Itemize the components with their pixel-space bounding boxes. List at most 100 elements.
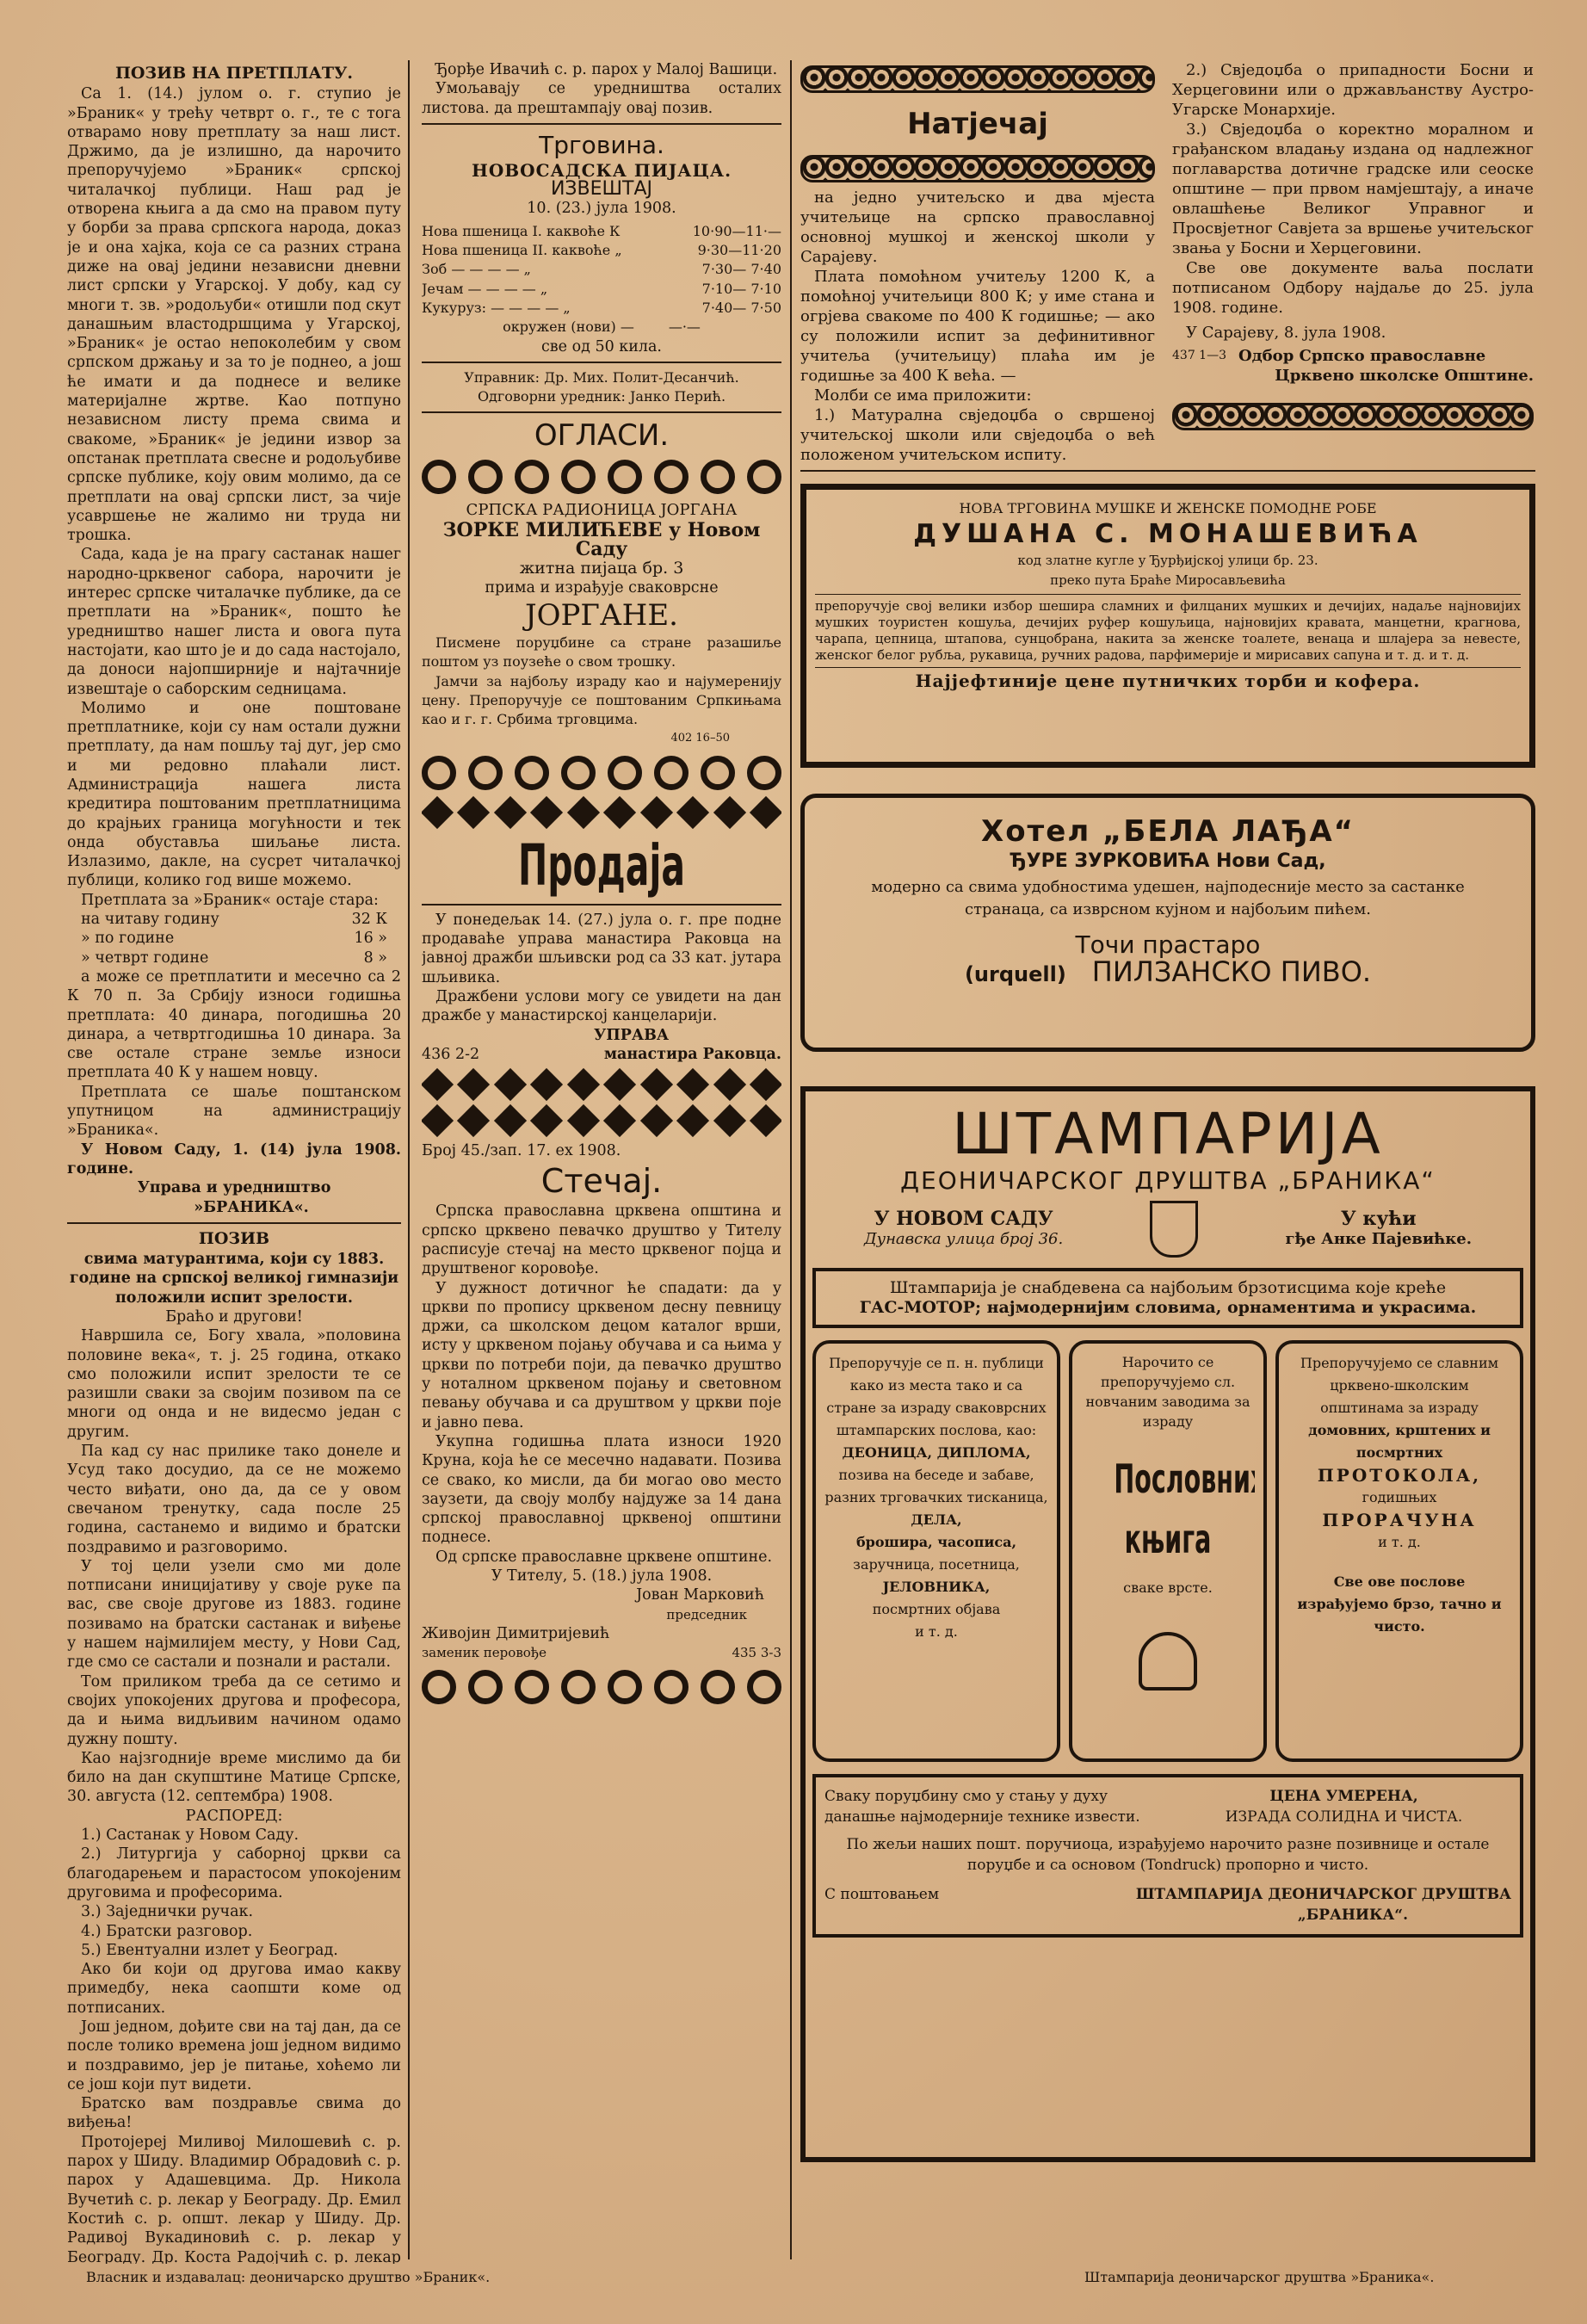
service-line: ЈЕЛОВНИКА, bbox=[882, 1579, 991, 1595]
market-footer: све од 50 кила. bbox=[541, 337, 662, 355]
print-notes: Сваку поруџбину смо у стању у духу данаш… bbox=[812, 1774, 1523, 1938]
tender-requirement: 3.) Свједоџба о коректно моралном и грађ… bbox=[1172, 121, 1534, 257]
trade-title: Трговина. bbox=[539, 130, 664, 159]
hotel-ad: Хотел „БЕЛА ЛАЂА“ ЂУРЕ ЗУРКОВИЋА Нови Са… bbox=[800, 794, 1535, 1052]
service-line: Пословних bbox=[1114, 1456, 1255, 1502]
divider bbox=[67, 1221, 401, 1224]
subscription-paragraph: а може се претплатити и месечно са 2 К 7… bbox=[67, 967, 401, 1082]
footer-printer: Штампарија деоничарског друштва »Браника… bbox=[1084, 2269, 1435, 2285]
competition-title: Стечај. bbox=[540, 1162, 663, 1201]
chain-ornament bbox=[1172, 403, 1534, 430]
diamond-ornament bbox=[422, 1068, 781, 1102]
schedule-item: 1.) Састанак у Новом Саду. bbox=[81, 1826, 299, 1845]
invitation-paragraph: У тој цели узели смо ми доле потписани и… bbox=[67, 1557, 401, 1672]
print-price: ЦЕНА УМЕРЕНА, ИЗРАДА СОЛИДНА И ЧИСТА. bbox=[1176, 1786, 1511, 1827]
print-signer: „БРАНИКА“. bbox=[1297, 1907, 1408, 1924]
ornament-icon bbox=[1139, 1632, 1197, 1690]
subscription-paragraph: Молимо и оне поштоване претплатнике, кој… bbox=[67, 699, 401, 890]
printing-house-ad: ШТАМПАРИЈА ДЕОНИЧАРСКОГ ДРУШТВА „БРАНИКА… bbox=[800, 1086, 1535, 2162]
shop-description: препоручује свој велики избор шешира сла… bbox=[815, 598, 1521, 663]
tender-right: 2.) Свједоџба о припадности Босни и Херц… bbox=[1172, 60, 1534, 465]
invitation-paragraph: Па кад су нас прилике тако донеле и Усуд… bbox=[67, 1443, 401, 1556]
plum-sale-text: Дражбени услови могу се увидети на дан д… bbox=[422, 987, 781, 1025]
competition-text: Српска православна црквена општина и срп… bbox=[422, 1202, 781, 1278]
invitation-paragraph: Том приликом треба да се сетимо и својих… bbox=[67, 1672, 401, 1748]
print-address: У НОВОМ САДУ Дунавска улица број 36. У к… bbox=[864, 1201, 1472, 1258]
subscription-signature: »БРАНИКА«. bbox=[194, 1198, 309, 1216]
invitation-paragraph: Као најзгодније време мислимо да би било… bbox=[67, 1749, 401, 1806]
print-price-line: ИЗРАДА СОЛИДНА И ЧИСТА. bbox=[1225, 1808, 1463, 1826]
market-row: окружен (нови) ——·— bbox=[503, 318, 701, 336]
market-row: Зоб — — — — „7·30— 7·40 bbox=[422, 261, 781, 278]
market-title: НОВОСАДСКА ПИЈАЦА. bbox=[471, 159, 732, 181]
shop-name: ДУШАНА С. МОНАШЕВИЋА bbox=[913, 519, 1423, 549]
tender-requirement: 1.) Матурална свједоџба о свршеној учите… bbox=[800, 406, 1155, 464]
column-3: Натјечај на једно учитељско и два мјеста… bbox=[800, 60, 1535, 2264]
shop-address: код златне кугле у Ђурђијској улици бр. … bbox=[1017, 553, 1318, 568]
schedule-item: 5.) Евентуални излет у Београд. bbox=[81, 1941, 338, 1959]
shop-address: преко пута Браће Миросављевића bbox=[1050, 572, 1286, 588]
print-address-left: У НОВОМ САДУ Дунавска улица број 36. bbox=[864, 1209, 1063, 1249]
subscription-title: ПОЗИВ НА ПРЕТПЛАТУ. bbox=[114, 64, 354, 83]
ring-ornament bbox=[422, 1669, 781, 1704]
quilt-ad-line: житна пијаца бр. 3 bbox=[519, 559, 684, 578]
service-line: позива на беседе и забаве, bbox=[838, 1467, 1034, 1483]
print-services: Препоручује се п. н. публици како из мес… bbox=[812, 1340, 1523, 1762]
competition-date: У Тителу, 5. (18.) јула 1908. bbox=[491, 1567, 713, 1585]
service-line: књига bbox=[1124, 1516, 1212, 1562]
tender-requirement: 2.) Свједоџба о припадности Босни и Херц… bbox=[1172, 61, 1534, 119]
divider bbox=[800, 470, 1535, 472]
market-row: Нова пшеница II. каквоће „9·30—11·20 bbox=[422, 242, 781, 259]
hotel-owner: ЂУРЕ ЗУРКОВИЋА Нови Сад, bbox=[1010, 850, 1326, 872]
column-2: Ђорђе Ивачић с. р. парох у Малој Вашици.… bbox=[422, 60, 781, 2264]
ad-number: 436 2-2 bbox=[422, 1045, 480, 1063]
column-rule bbox=[790, 60, 792, 2259]
print-house: У кући bbox=[1340, 1208, 1417, 1230]
coat-of-arms-icon bbox=[1150, 1201, 1199, 1258]
quilt-ad-text: Писмене поруџбине са стране разашиље пош… bbox=[422, 634, 781, 671]
competition-signer: Јован Марковић bbox=[636, 1586, 764, 1604]
plum-sale-title: Продаја шљива. bbox=[518, 832, 685, 899]
competition-ref: Број 45./зап. 17. ех 1908. bbox=[422, 1142, 621, 1160]
tender-text: Све ове документе ваља послати потписано… bbox=[1172, 259, 1534, 317]
divider bbox=[815, 667, 1521, 668]
footer-publisher: Власник и издавалац: деоничарско друштво… bbox=[86, 2269, 491, 2285]
service-line: Препоручујемо се славним црквено-школски… bbox=[1300, 1355, 1499, 1416]
competition-signer-role: заменик перовође bbox=[422, 1645, 547, 1661]
ad-number: 437 1—3 bbox=[1172, 349, 1226, 362]
quilt-ad-big: ЈОРГАНЕ. bbox=[525, 597, 678, 633]
service-line: сваке врсте. bbox=[1123, 1579, 1213, 1596]
hotel-beer-line: (urquell) ПИЛЗАНСКО ПИВО. bbox=[856, 958, 1479, 986]
subscription-paragraph: Претплата се шаље поштанском упутницом н… bbox=[67, 1083, 401, 1140]
hotel-title: Хотел „БЕЛА ЛАЂА“ bbox=[980, 814, 1355, 849]
service-line: Све ове послове израђујемо брзо, тачно и… bbox=[1297, 1573, 1502, 1635]
service-line: и т. д. bbox=[1378, 1534, 1421, 1550]
market-row: Јечам — — — — „7·10— 7·10 bbox=[422, 280, 781, 297]
invitation-paragraph: Навршила се, Богу хвала, »половина полов… bbox=[67, 1327, 401, 1441]
print-sign: С поштовањем ШТАМПАРИЈА ДЕОНИЧАРСКОГ ДРУ… bbox=[824, 1884, 1511, 1905]
hotel-serves: Точи прастаро bbox=[1075, 930, 1261, 959]
plum-sale-signature: УПРАВА bbox=[594, 1026, 670, 1044]
tender-footer: 437 1—3 Одбор Српско православне bbox=[1172, 346, 1534, 366]
report-title: ИЗВЕШТАЈ bbox=[550, 178, 653, 201]
divider bbox=[422, 361, 781, 363]
service-line: Препоручује се п. н. публици како из мес… bbox=[826, 1355, 1047, 1438]
diamond-ornament bbox=[422, 795, 781, 829]
service-line: ДЕЛА, bbox=[911, 1511, 962, 1528]
schedule-item: 2.) Литургија у саборној цркви са благод… bbox=[67, 1845, 401, 1901]
quilt-ad-line: ЗОРКЕ МИЛИЋЕВЕ у Новом Саду bbox=[442, 518, 761, 561]
schedule-item: 3.) Заједнички ручак. bbox=[81, 1903, 254, 1921]
ring-ornament bbox=[422, 755, 781, 790]
tender-text: Молби се има приложити: bbox=[814, 386, 1032, 405]
report-date: 10. (23.) јула 1908. bbox=[527, 200, 676, 218]
quilt-ad-line: прима и израђује сваковрсне bbox=[485, 578, 719, 596]
print-service-box: Нарочито се препоручујемо сл. новчаним з… bbox=[1069, 1340, 1267, 1762]
shop-headline: НОВА ТРГОВИНА МУШКЕ И ЖЕНСКЕ ПОМОДНЕ РОБ… bbox=[959, 500, 1377, 516]
invitation-paragraph: Братско вам поздравље свима до виђења! bbox=[67, 2095, 401, 2132]
